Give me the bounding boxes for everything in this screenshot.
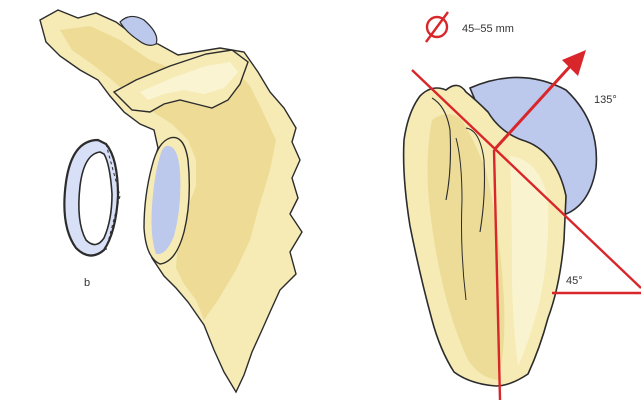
angle-45-label: 45° — [566, 275, 583, 287]
diameter-label: 45–55 mm — [462, 23, 514, 35]
labrum-ring — [64, 140, 120, 256]
scapula-panel: b — [40, 10, 302, 392]
humerus-panel: 45–55 mm 135° 45° — [404, 12, 641, 400]
panel-label-b: b — [84, 277, 90, 289]
angle-135-label: 135° — [594, 94, 617, 106]
diameter-symbol-icon — [426, 12, 448, 42]
